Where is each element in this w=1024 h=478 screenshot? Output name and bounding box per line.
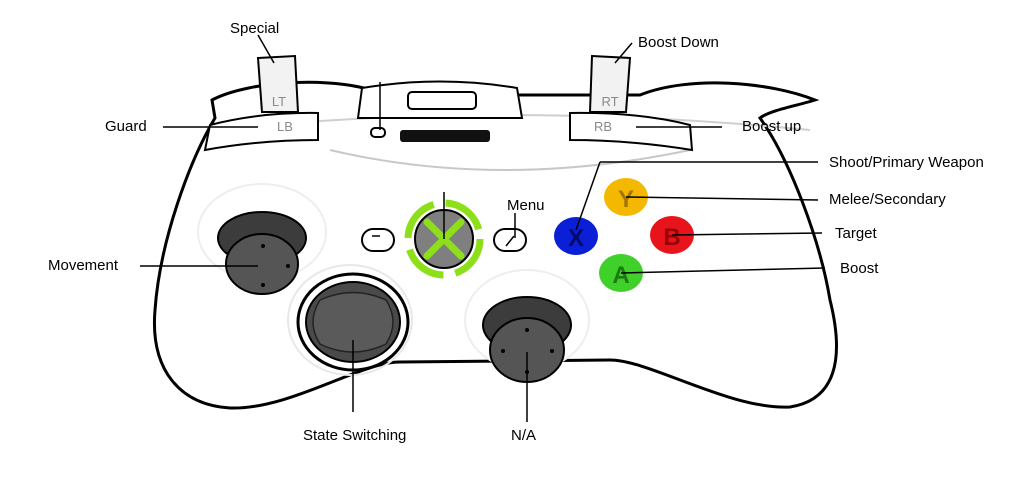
left-trigger-text: LT bbox=[272, 94, 286, 109]
right-bumper: RB bbox=[569, 111, 694, 152]
start-button bbox=[493, 228, 527, 252]
label-target: Target bbox=[835, 225, 877, 242]
label-shoot-primary: Shoot/Primary Weapon bbox=[829, 154, 984, 171]
label-guard: Guard bbox=[105, 118, 147, 135]
back-button bbox=[361, 228, 395, 252]
button-b-letter: B bbox=[663, 224, 680, 251]
button-y-letter: Y bbox=[618, 186, 634, 213]
button-x-letter: X bbox=[568, 225, 584, 252]
label-boost: Boost bbox=[840, 260, 879, 277]
left-bumper: LB bbox=[203, 111, 319, 152]
leader-lines bbox=[140, 34, 826, 422]
top-inner-line bbox=[329, 149, 691, 171]
right-bumper-text: RB bbox=[594, 119, 612, 134]
button-a-letter: A bbox=[612, 262, 629, 289]
label-melee-secondary: Melee/Secondary bbox=[829, 191, 946, 208]
right-trigger-text: RT bbox=[601, 94, 618, 109]
button-x: X bbox=[554, 217, 598, 255]
top-port bbox=[356, 80, 524, 142]
label-movement: Movement bbox=[48, 257, 119, 274]
right-trigger: RT bbox=[588, 54, 632, 113]
left-trigger: LT bbox=[256, 54, 300, 113]
right-stick bbox=[464, 269, 590, 383]
label-boost-down: Boost Down bbox=[638, 34, 719, 51]
label-special: Special bbox=[230, 20, 280, 37]
label-boost-up: Boost up bbox=[742, 118, 802, 135]
left-stick bbox=[197, 183, 327, 295]
label-menu: Menu bbox=[507, 197, 545, 214]
left-bumper-text: LB bbox=[277, 119, 293, 134]
d-pad bbox=[287, 264, 413, 376]
label-state-switching: State Switching bbox=[303, 427, 407, 444]
label-na: N/A bbox=[511, 427, 537, 444]
